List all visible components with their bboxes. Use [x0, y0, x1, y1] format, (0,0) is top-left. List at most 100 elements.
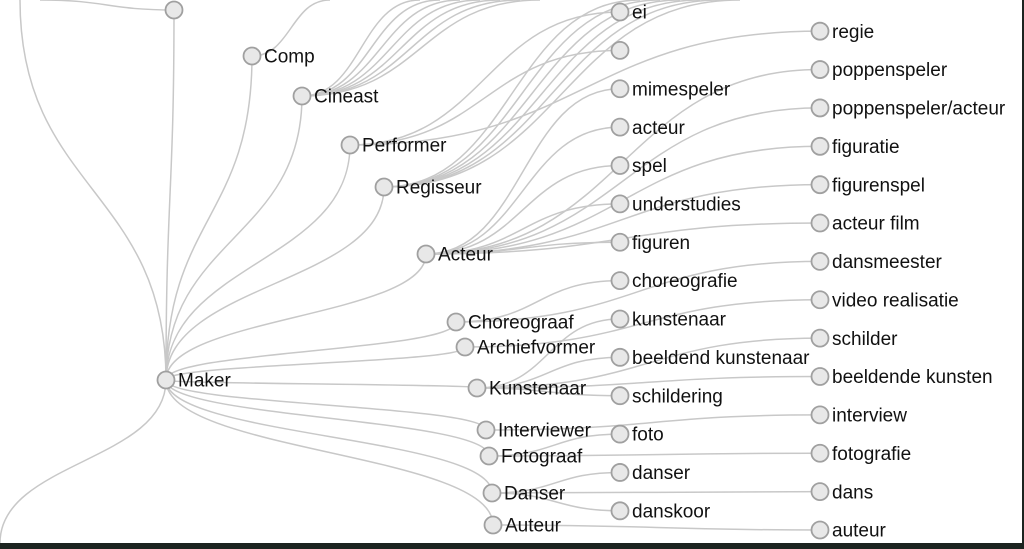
node-circle[interactable] [810, 175, 830, 195]
node-circle[interactable] [242, 46, 262, 66]
link-offscreen [383, 0, 741, 188]
category-node[interactable]: Choreograaf [446, 312, 575, 334]
leaf-node[interactable]: spel [610, 156, 667, 177]
node-circle[interactable] [610, 309, 630, 329]
category-node[interactable]: Auteur [483, 515, 562, 537]
leaf-node[interactable]: foto [610, 424, 664, 446]
node-circle[interactable] [610, 463, 630, 482]
node-circle[interactable] [610, 501, 630, 521]
category-node[interactable] [164, 0, 184, 20]
node-label: Cineast [314, 87, 379, 108]
node-circle[interactable] [416, 244, 436, 264]
leaf-node[interactable]: choreografie [610, 271, 738, 292]
node-circle[interactable] [610, 79, 630, 99]
link-leaf [485, 414, 821, 431]
node-circle[interactable] [810, 482, 830, 502]
node-circle[interactable] [340, 135, 360, 155]
node-circle[interactable] [156, 370, 176, 390]
node-circle[interactable] [810, 443, 830, 463]
leaf-node[interactable]: figuratie [810, 136, 900, 158]
leaf-node[interactable]: dansmeester [810, 252, 943, 273]
leaf-node[interactable]: auteur [810, 520, 887, 542]
node-circle[interactable] [810, 367, 830, 386]
node-label: ei [632, 3, 647, 24]
node-circle[interactable] [483, 515, 503, 535]
category-node[interactable]: Performer [340, 135, 448, 157]
node-circle[interactable] [610, 386, 630, 406]
node-circle[interactable] [810, 136, 830, 156]
node-circle[interactable] [810, 290, 830, 310]
leaf-node[interactable]: poppenspeler [810, 60, 948, 81]
node-label: beeldend kunstenaar [632, 348, 810, 369]
link-maker-0 [165, 9, 175, 381]
node-circle[interactable] [292, 86, 312, 106]
leaf-node[interactable] [610, 40, 630, 60]
node-circle[interactable] [610, 194, 630, 214]
category-node[interactable]: Kunstenaar [467, 378, 587, 400]
node-circle[interactable] [810, 21, 830, 41]
node-label: Choreograaf [468, 313, 574, 334]
leaf-node[interactable]: kunstenaar [610, 309, 727, 331]
link-leaf [425, 126, 621, 255]
node-circle[interactable] [610, 424, 630, 444]
node-circle[interactable] [374, 177, 394, 197]
node-circle[interactable] [610, 156, 630, 175]
node-circle[interactable] [810, 328, 830, 348]
node-circle[interactable] [610, 232, 630, 252]
node-circle[interactable] [610, 347, 630, 367]
node-circle[interactable] [810, 213, 830, 233]
leaf-node[interactable]: schildering [610, 386, 723, 407]
leaf-node[interactable]: figurenspel [810, 175, 925, 196]
leaf-node[interactable]: mimespeler [610, 79, 731, 100]
leaf-node[interactable]: danser [610, 463, 691, 484]
node-circle[interactable] [610, 117, 630, 137]
leaf-node[interactable]: understudies [610, 194, 741, 216]
category-node[interactable]: Interviewer [476, 420, 592, 442]
node-label: schildering [632, 386, 723, 407]
node-circle[interactable] [455, 337, 475, 357]
category-node[interactable]: Cineast [292, 86, 380, 108]
category-node[interactable]: Fotograaf [479, 446, 584, 468]
node-label: danskoor [632, 501, 711, 522]
leaf-node[interactable]: fotografie [810, 443, 912, 465]
node-circle[interactable] [476, 420, 496, 440]
category-node[interactable]: Danser [482, 483, 566, 505]
node-circle[interactable] [810, 520, 830, 540]
node-circle[interactable] [164, 0, 184, 20]
node-circle[interactable] [446, 312, 466, 332]
node-maker[interactable]: Maker [156, 370, 232, 392]
link-maker-3 [165, 144, 351, 381]
category-node[interactable]: Acteur [416, 244, 494, 266]
link-leaf [455, 279, 621, 323]
leaf-node[interactable]: interview [810, 405, 908, 427]
node-circle[interactable] [810, 98, 830, 118]
leaf-node[interactable]: acteur film [810, 213, 920, 235]
leaf-node[interactable]: ei [610, 2, 647, 24]
category-node[interactable]: Comp [242, 46, 315, 68]
leaf-node[interactable]: beeldend kunstenaar [610, 347, 811, 369]
leaf-node[interactable]: poppenspeler/acteur [810, 98, 1006, 120]
node-circle[interactable] [810, 60, 830, 79]
node-circle[interactable] [810, 405, 830, 425]
node-circle[interactable] [610, 40, 630, 60]
node-circle[interactable] [479, 446, 499, 466]
category-node[interactable]: Regisseur [374, 177, 483, 199]
category-node[interactable]: Archiefvormer [455, 337, 596, 359]
leaf-node[interactable]: regie [810, 21, 875, 43]
node-label: spel [632, 156, 667, 177]
leaf-node[interactable]: beeldende kunsten [810, 367, 993, 388]
leaf-node[interactable]: danskoor [610, 501, 711, 522]
node-circle[interactable] [610, 2, 630, 22]
node-circle[interactable] [467, 378, 487, 398]
node-label: Danser [504, 484, 566, 505]
leaf-node[interactable]: acteur [610, 117, 686, 139]
node-circle[interactable] [810, 252, 830, 271]
leaf-node[interactable]: schilder [810, 328, 899, 350]
leaf-node[interactable]: figuren [610, 232, 691, 254]
link-leaf [476, 356, 621, 389]
node-circle[interactable] [482, 483, 502, 503]
leaf-node[interactable]: video realisatie [810, 290, 959, 311]
node-circle[interactable] [610, 271, 630, 290]
node-label: fotografie [832, 444, 911, 465]
leaf-node[interactable]: dans [810, 482, 874, 503]
